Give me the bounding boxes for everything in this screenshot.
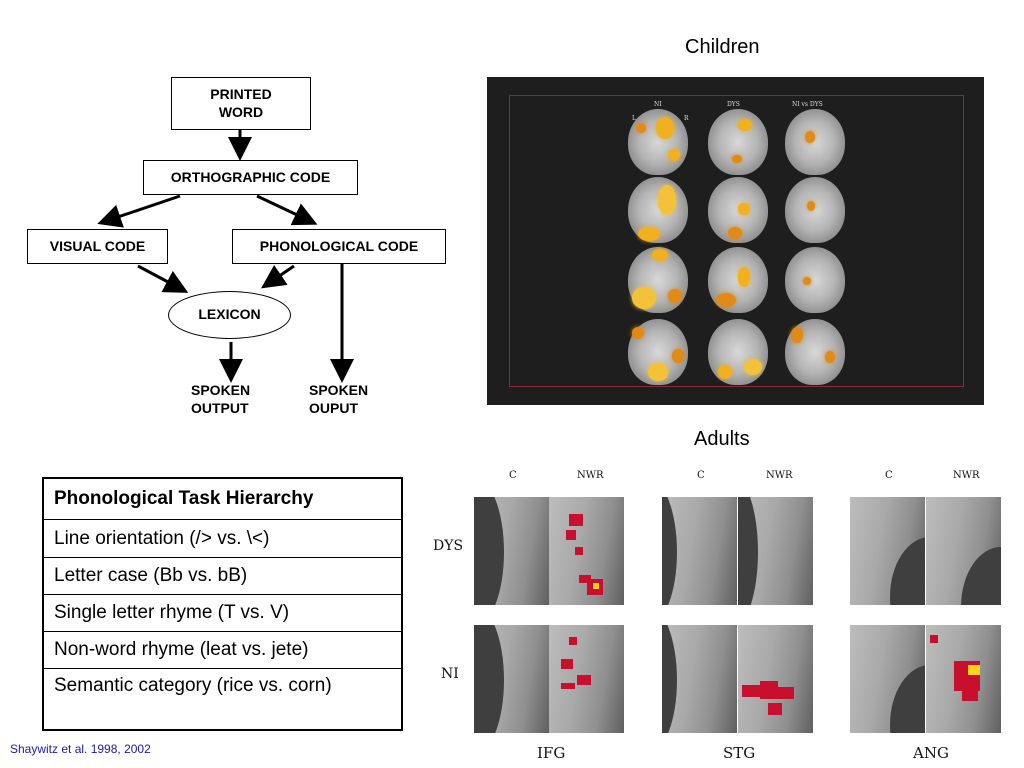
table-row: Line orientation (/> vs. \<) <box>44 520 401 558</box>
activation-blob <box>658 185 676 215</box>
activation-blob <box>738 203 750 215</box>
mri-dys-ifg-nwr <box>549 497 624 605</box>
brain-slice <box>628 109 688 175</box>
mri-dys-stg-control <box>662 497 737 605</box>
children-scan-panel: NI DYS NI vs DYS L R <box>487 77 984 405</box>
activation-blob <box>732 155 742 163</box>
brain-slice <box>785 247 845 313</box>
arrow-visual-to-lexicon <box>137 264 189 293</box>
mri-ni-ang-control <box>850 625 925 733</box>
left-marker: L <box>632 115 636 122</box>
printed-word-box: PRINTED WORD <box>171 77 311 130</box>
brain-slice <box>708 247 768 313</box>
mri-dys-stg-nwr <box>738 497 813 605</box>
region-label-ang: ANG <box>913 744 949 762</box>
brain-slice <box>708 177 768 243</box>
orthographic-code-box: ORTHOGRAPHIC CODE <box>143 160 358 195</box>
mri-dys-ifg-control <box>474 497 549 605</box>
phonological-task-table: Phonological Task Hierarchy Line orienta… <box>42 477 403 731</box>
activation-blob <box>668 289 682 303</box>
activation-blob <box>716 293 736 307</box>
activation-blob <box>805 131 815 143</box>
mri-ni-ifg-control <box>474 625 549 733</box>
table-row: Non-word rhyme (leat vs. jete) <box>44 632 401 669</box>
table-row: Semantic category (rice vs. corn) <box>54 675 332 696</box>
table-header: Phonological Task Hierarchy <box>44 479 401 520</box>
brain-slice <box>628 247 688 313</box>
lexicon-label: LEXICON <box>198 306 261 323</box>
label-c-ang: C <box>885 470 893 481</box>
mri-ni-ang-nwr <box>926 625 1001 733</box>
mri-dys-ang-control <box>850 497 925 605</box>
column-label-dys: DYS <box>727 101 740 108</box>
arrow-orthographic-to-visual <box>97 194 181 228</box>
arrow-phonological-to-lexicon <box>261 264 295 289</box>
mri-ni-stg-nwr <box>738 625 813 733</box>
label-nwr-ifg: NWR <box>577 470 604 481</box>
children-heading: Children <box>685 36 760 58</box>
activation-blob <box>672 349 684 363</box>
children-scan-frame <box>509 95 964 387</box>
row-label-dys: DYS <box>433 538 464 554</box>
table-row: Single letter rhyme (T vs. V) <box>44 595 401 632</box>
brain-slice <box>785 319 845 385</box>
printed-word-label: PRINTED WORD <box>210 86 272 120</box>
brain-slice <box>628 319 688 385</box>
visual-code-box: VISUAL CODE <box>27 229 168 264</box>
spoken-output-left: SPOKEN OUTPUT <box>191 382 251 417</box>
activation-blob <box>656 117 674 139</box>
activation-blob <box>738 267 750 287</box>
activation-blob <box>728 227 742 239</box>
mri-dys-ang-nwr <box>926 497 1001 605</box>
label-c-ifg: C <box>509 470 517 481</box>
region-label-stg: STG <box>723 744 756 762</box>
activation-blob <box>632 287 656 309</box>
adults-heading: Adults <box>694 428 750 450</box>
activation-blob <box>638 227 660 241</box>
brain-slice <box>785 109 845 175</box>
activation-blob <box>668 149 680 161</box>
activation-blob <box>744 359 762 375</box>
activation-blob <box>718 365 732 379</box>
arrow-orthographic-to-phonological <box>256 194 318 226</box>
brain-slice <box>708 319 768 385</box>
citation: Shaywitz et al. 1998, 2002 <box>10 742 151 756</box>
activation-blob <box>738 119 752 131</box>
phonological-code-box: PHONOLOGICAL CODE <box>232 229 446 264</box>
activation-blob <box>636 123 646 133</box>
visual-code-label: VISUAL CODE <box>49 237 146 254</box>
activation-blob <box>648 363 668 381</box>
activation-blob <box>825 351 835 363</box>
right-marker: R <box>684 115 689 122</box>
flowchart-arrows <box>97 130 354 383</box>
brain-slice <box>785 177 845 243</box>
orthographic-code-label: ORTHOGRAPHIC CODE <box>170 168 331 185</box>
lexicon-ellipse: LEXICON <box>168 291 291 339</box>
column-label-ni-vs-dys: NI vs DYS <box>792 101 823 108</box>
activation-blob <box>803 277 811 285</box>
region-label-ifg: IFG <box>537 744 566 762</box>
row-label-ni: NI <box>441 666 459 682</box>
phonological-code-label: PHONOLOGICAL CODE <box>259 237 419 254</box>
mri-ni-stg-control <box>662 625 737 733</box>
column-label-ni: NI <box>654 101 662 108</box>
activation-blob <box>791 327 803 343</box>
brain-slice <box>708 109 768 175</box>
activation-blob <box>807 201 815 211</box>
table-row: Letter case (Bb vs. bB) <box>44 558 401 595</box>
label-nwr-ang: NWR <box>953 470 980 481</box>
activation-blob <box>652 249 668 261</box>
activation-blob <box>632 327 644 339</box>
label-c-stg: C <box>697 470 705 481</box>
label-nwr-stg: NWR <box>766 470 793 481</box>
spoken-output-right: SPOKEN OUPUT <box>309 382 369 417</box>
brain-slice <box>628 177 688 243</box>
mri-ni-ifg-nwr <box>549 625 624 733</box>
